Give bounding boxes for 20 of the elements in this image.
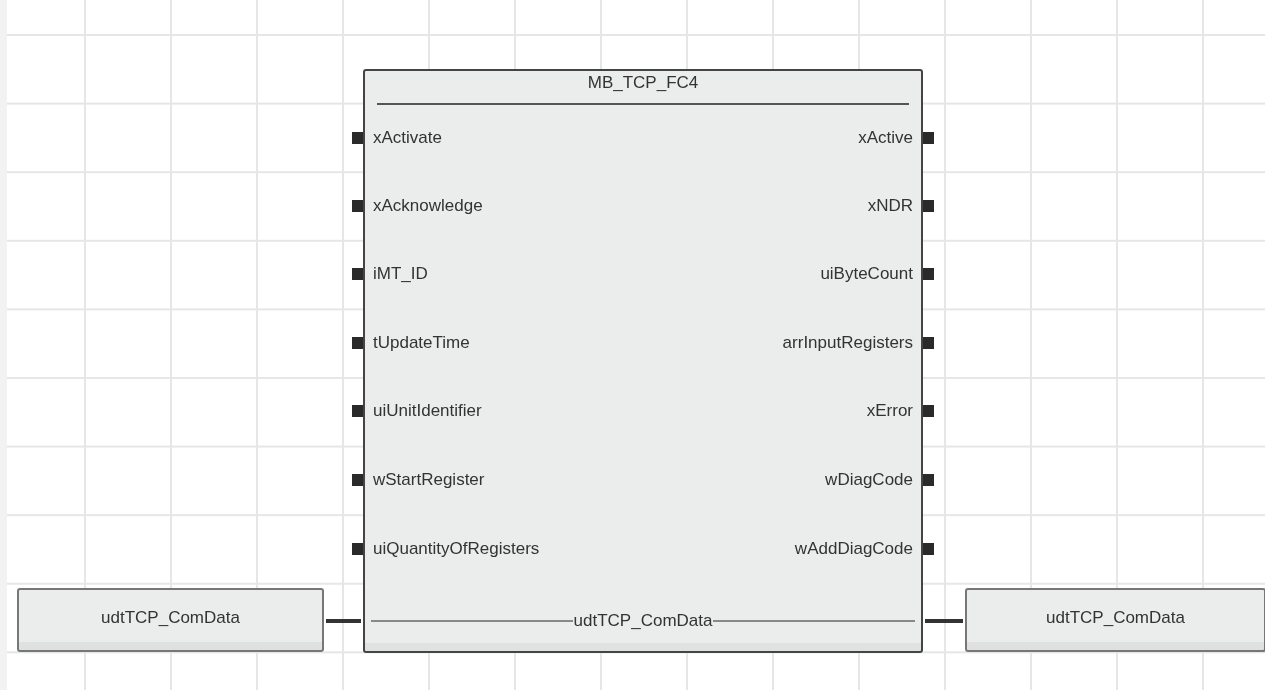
pin-label: arrInputRegisters [782,333,913,353]
variable-box: udtTCP_ComData [965,588,1265,652]
pin-label: xError [866,401,913,421]
pin-label: wAddDiagCode [794,539,913,559]
pin-label: xNDR [867,196,913,216]
pin-label: xActivate [373,128,442,148]
block-title: MB_TCP_FC4 [377,73,909,105]
pin-label: tUpdateTime [373,333,470,353]
pin-label: uiUnitIdentifier [373,401,482,421]
pin-label: wDiagCode [825,470,913,490]
connector-line [326,619,361,623]
connector-line [925,619,963,623]
variable-box: udtTCP_ComData [17,588,324,652]
pin-label: uiByteCount [820,264,913,284]
pin-label: xActive [858,128,913,148]
pin-label: xAcknowledge [373,196,483,216]
pin-label: udtTCP_ComData [572,611,714,631]
pin-label: iMT_ID [373,264,428,284]
pin-label: uiQuantityOfRegisters [373,539,540,559]
pin-label: wStartRegister [373,470,485,490]
